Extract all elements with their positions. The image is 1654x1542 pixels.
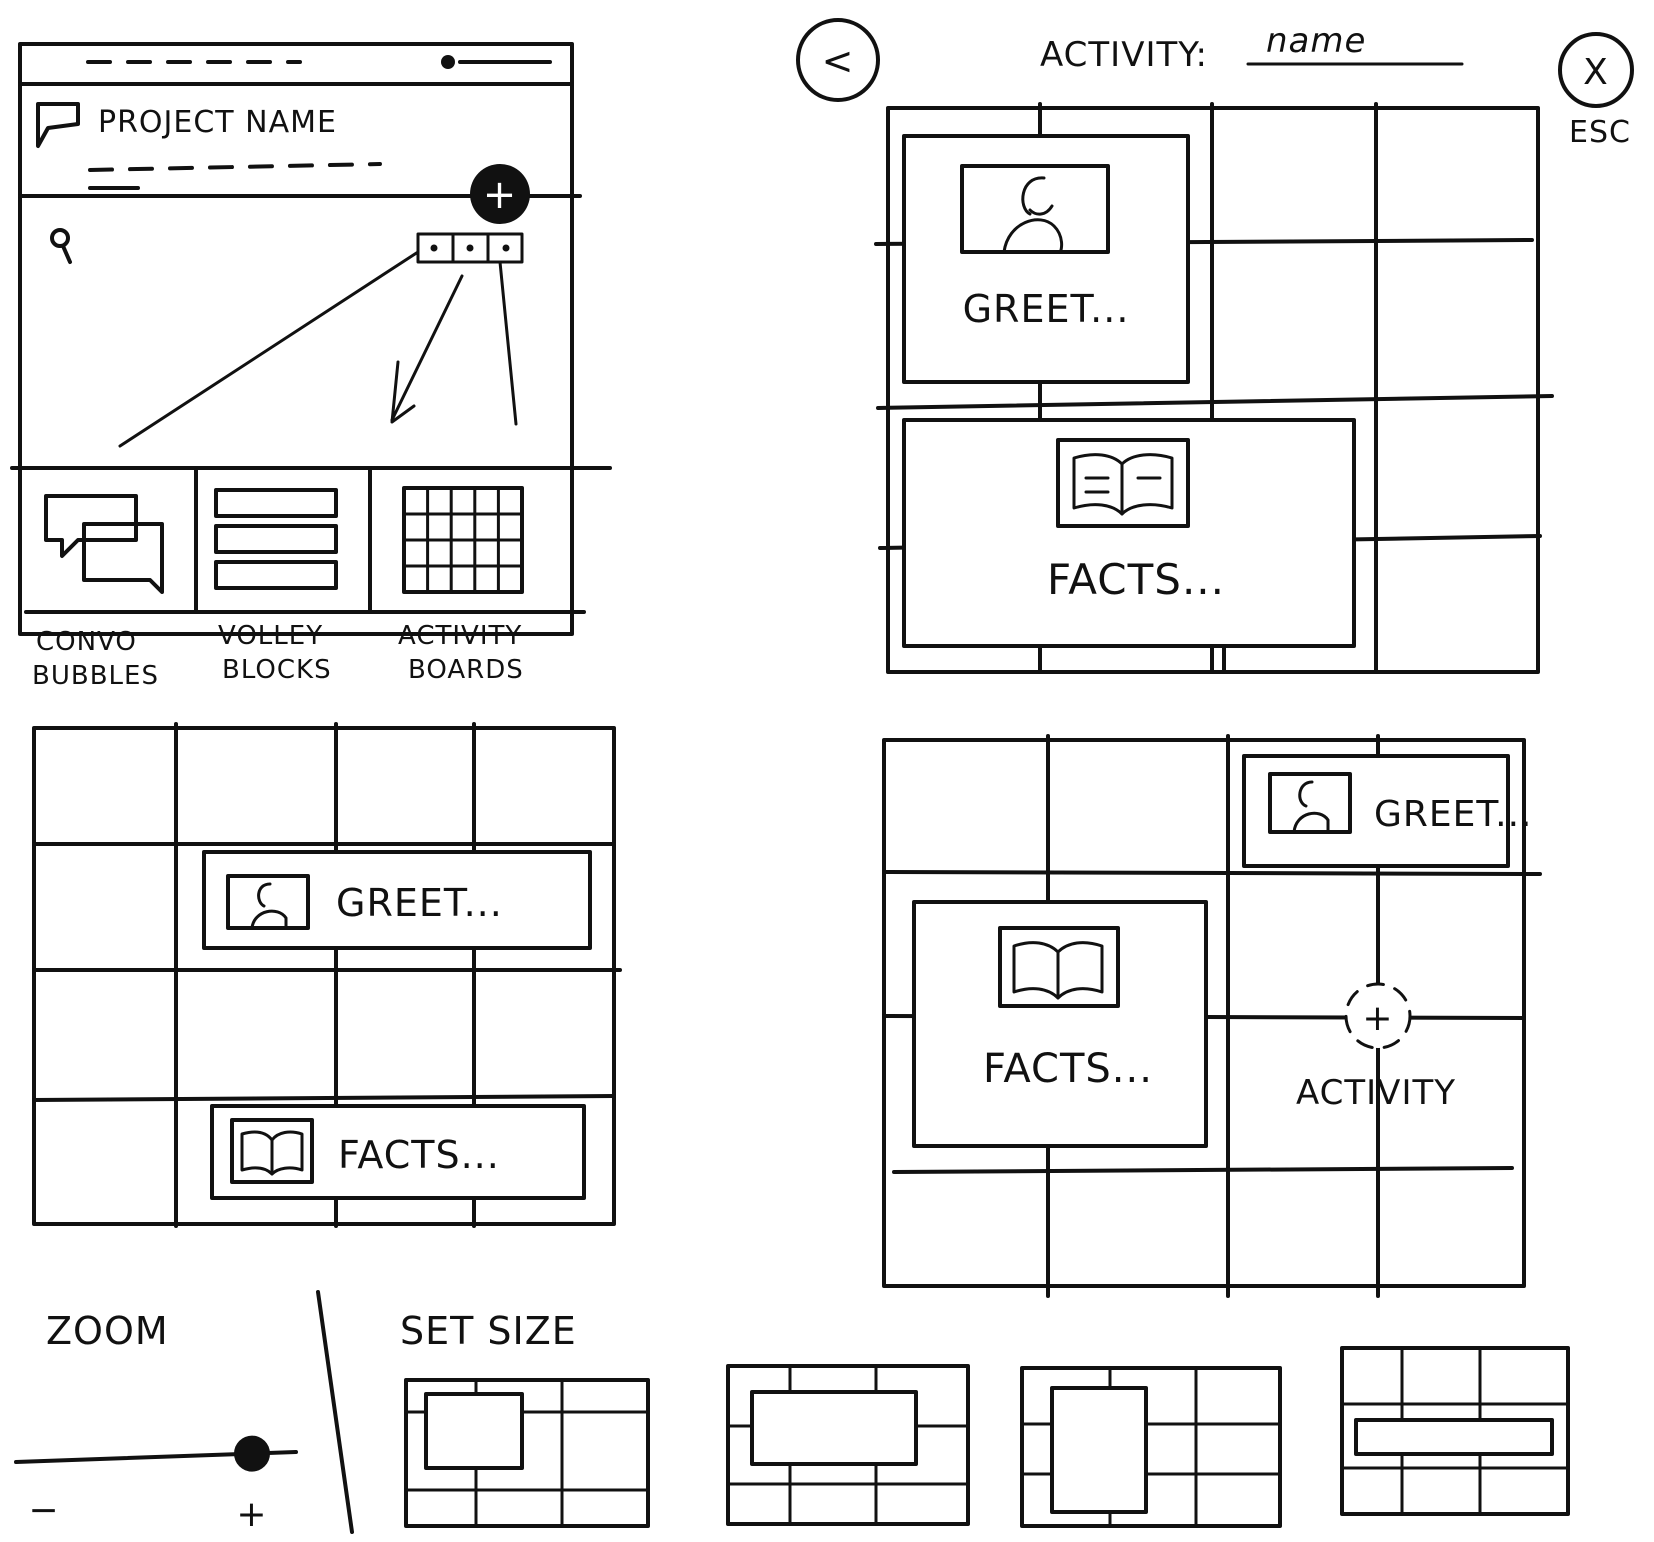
layout-wide-grid [32, 722, 622, 1228]
activity-title-value[interactable]: name [1266, 21, 1366, 61]
size-square-option[interactable] [404, 1378, 650, 1528]
plus-icon: + [1362, 998, 1393, 1039]
activity-editor-view: < ACTIVITY: name X ESC [796, 18, 1634, 674]
layout-mixed-card-greet-label: GREET... [1374, 794, 1532, 835]
speech-bubbles-icon [44, 494, 164, 594]
phone-frame [18, 42, 574, 636]
block-type-convo[interactable]: CONVO BUBBLES [32, 494, 164, 691]
mobile-project-view: PROJECT NAME + [10, 42, 612, 691]
back-button[interactable]: < [796, 18, 880, 102]
tab-placeholders [88, 162, 382, 172]
close-icon: X [1583, 52, 1609, 93]
zoom-in-icon[interactable]: + [236, 1494, 267, 1535]
grid-board-icon [402, 486, 524, 594]
close-button[interactable]: X [1558, 32, 1634, 108]
status-dot [441, 55, 455, 69]
block-type-volley[interactable]: VOLLEY BLOCKS [214, 488, 338, 685]
stacked-blocks-icon [214, 488, 338, 590]
activity-card-greet[interactable]: GREET... [902, 134, 1190, 384]
size-tall-option[interactable] [1020, 1366, 1282, 1528]
activity-title-label: ACTIVITY: [1040, 35, 1208, 75]
board-layout-mixed: GREET... FACTS... + ACTIVITY [882, 734, 1542, 1298]
layout-wide-card-greet[interactable]: GREET... [202, 850, 592, 950]
block-type-activity-line2: BOARDS [408, 655, 524, 685]
layout-wide-card-facts-label: FACTS... [338, 1133, 500, 1177]
open-book-icon [998, 926, 1120, 1008]
set-size-control: SET SIZE [400, 1309, 1570, 1528]
block-type-convo-line2: BUBBLES [32, 661, 159, 691]
add-button[interactable]: + [470, 164, 530, 224]
plus-icon: + [483, 172, 518, 218]
controls-divider [316, 1290, 354, 1534]
zoom-label: ZOOM [46, 1309, 169, 1353]
board-layout-wide: GREET... FACTS... [32, 722, 622, 1228]
layout-mixed-card-greet[interactable]: GREET... [1242, 754, 1532, 868]
add-activity-button[interactable]: + ACTIVITY [1296, 982, 1456, 1113]
person-icon [226, 874, 310, 930]
close-hint: ESC [1569, 115, 1631, 150]
size-strip-icon [1354, 1418, 1554, 1456]
person-icon [1268, 772, 1352, 834]
size-wide-option[interactable] [726, 1364, 970, 1526]
size-strip-option[interactable] [1340, 1346, 1570, 1516]
person-icon [960, 164, 1110, 254]
annotation-arrows [118, 250, 518, 448]
search-icon[interactable] [50, 228, 72, 264]
zoom-control: ZOOM − + [14, 1309, 298, 1535]
chevron-left-icon: < [822, 39, 855, 83]
flag-icon [36, 102, 80, 148]
set-size-label: SET SIZE [400, 1309, 577, 1353]
zoom-out-icon[interactable]: − [28, 1490, 59, 1531]
activity-card-facts[interactable]: FACTS... [902, 418, 1356, 648]
size-tall-icon [1050, 1386, 1148, 1514]
block-type-activity-board[interactable]: ACTIVITY BOARDS [398, 486, 524, 685]
add-activity-label: ACTIVITY [1296, 1073, 1456, 1113]
activity-card-greet-label: GREET... [963, 287, 1130, 331]
layout-mixed-card-facts-label: FACTS... [983, 1046, 1153, 1092]
open-book-icon [1056, 438, 1190, 528]
three-dots-icon[interactable] [416, 232, 524, 264]
block-type-convo-line1: CONVO [36, 627, 137, 657]
activity-card-facts-label: FACTS... [1047, 555, 1225, 604]
block-type-volley-line2: BLOCKS [222, 655, 332, 685]
block-type-volley-line1: VOLLEY [218, 621, 323, 651]
layout-mixed-card-facts[interactable]: FACTS... [912, 900, 1208, 1148]
zoom-slider-thumb[interactable] [234, 1435, 270, 1472]
open-book-icon [230, 1118, 314, 1184]
block-type-activity-line1: ACTIVITY [398, 621, 522, 651]
layout-wide-card-facts[interactable]: FACTS... [210, 1104, 586, 1200]
size-wide-icon [750, 1390, 918, 1466]
project-name: PROJECT NAME [98, 105, 337, 140]
layout-wide-card-greet-label: GREET... [336, 881, 503, 925]
size-square-icon [424, 1392, 524, 1470]
